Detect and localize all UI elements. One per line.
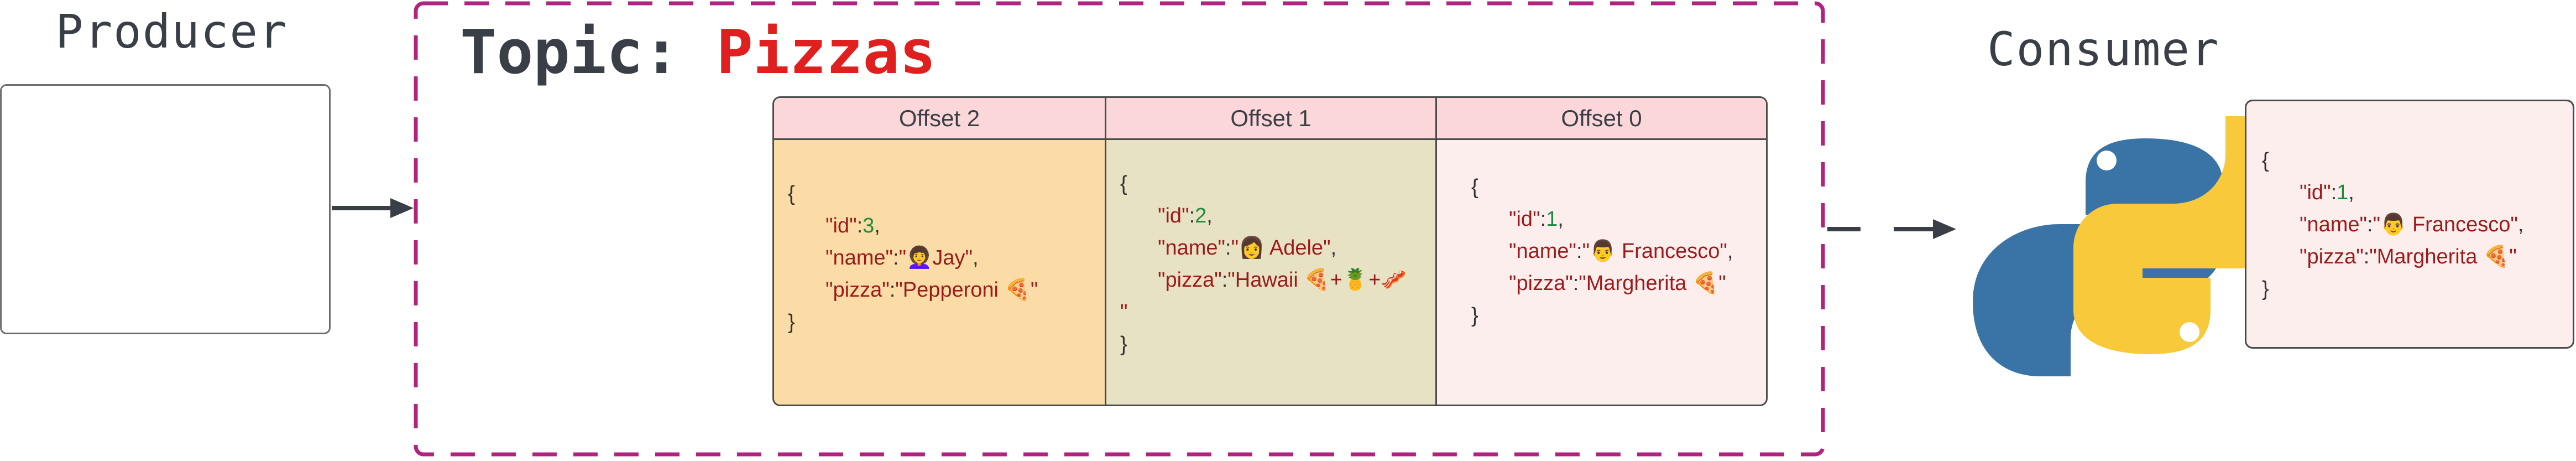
id-key: "id" [825,214,857,237]
topic-frame [414,1,1825,457]
topic-prefix: Topic: [460,17,717,87]
name-sep: : [893,246,899,270]
brace-close: } [1120,333,1127,356]
id-sep: : [1189,204,1195,227]
id-value: 1 [2337,181,2349,204]
brace-open: { [1120,172,1127,195]
id-end: , [1558,208,1564,231]
id-key: "id" [2300,181,2331,204]
brace-close: } [1471,304,1478,327]
brace-close: } [2262,277,2269,301]
id-end: , [874,214,880,237]
id-sep: : [856,214,863,237]
name-value: "👨 Francesco" [1582,240,1727,263]
pizza-sep: : [2363,245,2370,268]
name-sep: : [2367,213,2373,236]
name-key: "name" [2300,213,2368,236]
id-end: , [2348,181,2354,204]
id-sep: : [1540,208,1546,231]
name-end: , [2517,213,2524,236]
id-value: 1 [1546,208,1558,231]
name-key: "name" [1158,236,1226,260]
name-key: "name" [825,246,893,270]
brace-open: { [1471,175,1478,199]
id-key: "id" [1158,204,1189,227]
name-value: "👨 Francesco" [2373,213,2518,236]
topic-to-consumer-arrow [1827,219,1956,239]
offset-2-column: Offset 2 { "id":3, "name":"👩‍🦱Jay", "piz… [774,98,1105,405]
pizza-key: "pizza" [1158,268,1222,292]
consumer-label: Consumer [1987,22,2220,76]
topic-title: Topic: Pizzas [460,17,936,87]
name-value: "👩 Adele" [1231,236,1331,260]
id-value: 3 [863,214,875,237]
id-value: 2 [1195,204,1207,227]
pizza-key: "pizza" [1509,272,1573,295]
offset-2-header: Offset 2 [774,98,1105,140]
pizza-value: "Margherita 🍕" [1579,272,1726,295]
pizza-key: "pizza" [2300,245,2364,268]
name-value: "👩‍🦱Jay" [898,246,973,270]
offset-0-column: Offset 0 { "id":1, "name":"👨 Francesco",… [1435,98,1766,405]
pizza-value: "Pepperoni 🍕" [895,278,1038,302]
brace-open: { [788,182,795,205]
consumed-message-box: { "id":1, "name":"👨 Francesco", "pizza":… [2245,100,2574,349]
offset-1-message: { "id":2, "name":"👩 Adele", "pizza":"Haw… [1106,140,1435,405]
brace-open: { [2262,149,2269,172]
name-key: "name" [1509,240,1577,263]
producer-box [0,84,331,334]
name-end: , [1727,240,1733,263]
offset-0-header: Offset 0 [1437,98,1766,140]
name-end: , [1330,236,1337,260]
pizza-key: "pizza" [825,278,890,302]
pizza-value-wrap: " [1120,301,1128,324]
pizza-sep: : [889,278,896,302]
pizza-sep: : [1572,272,1579,295]
offset-0-message: { "id":1, "name":"👨 Francesco", "pizza":… [1437,140,1766,405]
pizza-value: "Hawaii 🍕+🍍+🥓 [1227,268,1407,292]
id-sep: : [2331,181,2337,204]
offset-1-column: Offset 1 { "id":2, "name":"👩 Adele", "pi… [1105,98,1435,405]
name-sep: : [1576,240,1582,263]
offset-2-message: { "id":3, "name":"👩‍🦱Jay", "pizza":"Pepp… [774,140,1105,405]
topic-name: Pizzas [716,17,936,87]
id-end: , [1206,204,1213,227]
producer-label: Producer [55,4,288,59]
brace-close: } [788,310,795,334]
name-sep: : [1225,236,1231,260]
partition: Offset 2 { "id":3, "name":"👩‍🦱Jay", "piz… [772,96,1768,406]
pizza-value: "Margherita 🍕" [2369,245,2517,268]
offset-1-header: Offset 1 [1106,98,1435,140]
pizza-sep: : [1221,268,1228,292]
id-key: "id" [1509,208,1540,231]
name-end: , [973,246,979,270]
producer-to-topic-arrow [332,198,414,218]
